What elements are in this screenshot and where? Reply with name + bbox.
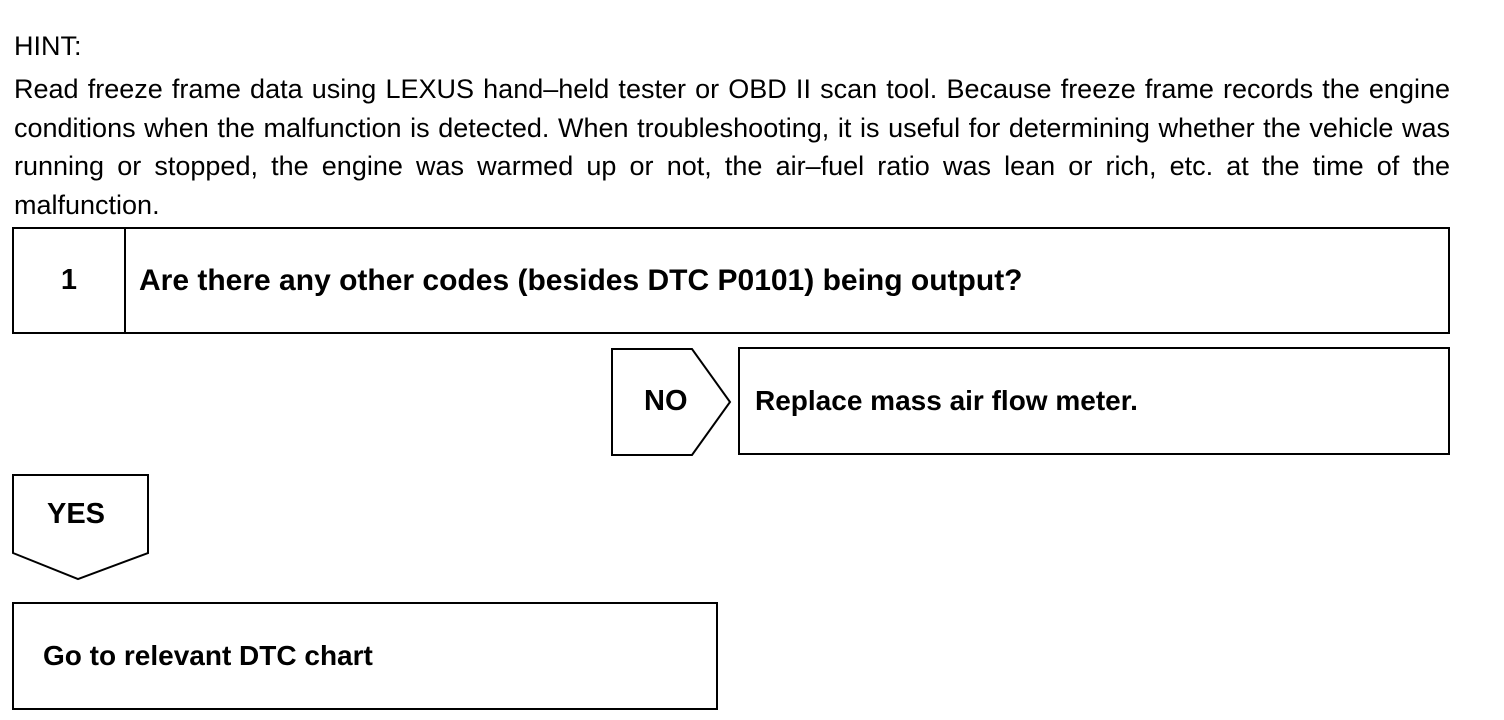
step-number: 1 bbox=[14, 229, 126, 332]
yes-arrow-shape bbox=[12, 474, 149, 581]
goto-dtc-chart-box: Go to relevant DTC chart bbox=[12, 602, 718, 710]
replace-action-box: Replace mass air flow meter. bbox=[738, 347, 1450, 455]
goto-dtc-chart-text: Go to relevant DTC chart bbox=[43, 640, 373, 671]
replace-action-text: Replace mass air flow meter. bbox=[755, 385, 1138, 416]
yes-label: YES bbox=[47, 498, 106, 530]
hint-body: Read freeze frame data using LEXUS hand–… bbox=[14, 74, 1450, 220]
hint-title: HINT: bbox=[14, 31, 82, 61]
step-question: Are there any other codes (besides DTC P… bbox=[139, 263, 1023, 297]
no-arrow-shape bbox=[611, 348, 732, 456]
step-box: 1 Are there any other codes (besides DTC… bbox=[12, 227, 1450, 334]
no-label: NO bbox=[644, 385, 688, 417]
